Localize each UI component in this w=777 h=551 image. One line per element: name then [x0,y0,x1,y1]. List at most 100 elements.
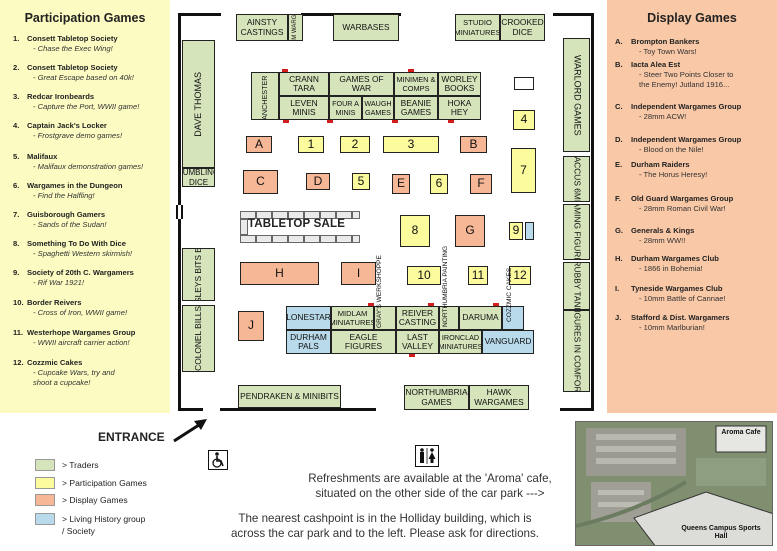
item-subtitle: - The Horus Heresy! [639,170,708,179]
campus-map: Aroma Cafe Queens Campus Sports Hall [575,421,773,546]
item-subtitle: - Blood on the Nile! [639,145,704,154]
empty-table [514,77,534,90]
table-2: 2 [340,136,370,153]
trader-figures-in-comfort: FIGURES IN COMFORT [563,310,590,392]
trader-baccus-6mm: BACCUS 6MM [563,156,590,202]
label-grays-werkshoppe: GRAY'S WERKSHOPPE [376,255,383,328]
trader-hoka-hey: HOKA HEY [438,96,481,120]
legend-label: > Display Games [62,495,128,505]
trader-ainsty-castings: AINSTY CASTINGS [236,14,288,41]
item-number: 11. [13,328,24,337]
item-subtitle: - 10mm Marlburian! [639,323,705,332]
trader-daruma: DARUMA [459,306,502,330]
item-subtitle: - Steer Two Points Closer to [639,70,734,79]
item-number: 8. [13,239,20,248]
item-letter: B. [615,60,623,69]
item-subtitle: - Rif War 1921! [33,278,84,287]
table-10: 10 [407,266,441,285]
item-name: Stafford & Dist. Wargamers [631,313,730,322]
trader-midlam-miniatures: MIDLAM MINIATURES [331,306,374,330]
item-number: 9. [13,268,20,277]
map-hall-label: Queens Campus Sports Hall [681,525,761,540]
table-H: H [240,262,319,285]
item-name: Independent Wargames Group [631,135,742,144]
item-letter: G. [615,226,624,235]
trader-worley-books: WORLEY BOOKS [438,72,481,96]
item-number: 7. [13,210,20,219]
trader-dave-lanchester-books: DAVE LANCHESTER BOOKS [251,72,279,120]
marker-1 [282,69,288,72]
legend-swatch [35,477,55,489]
table-9: 9 [509,222,523,240]
trader-warbases: WARBASES [333,14,399,41]
trader-crooked-dice: CROOKED DICE [500,14,545,41]
trader-vanguard: VANGUARD [482,330,534,354]
entrance-label: ENTRANCE [98,430,165,444]
legend-label-2: / Society [62,526,95,536]
participation-title: Participation Games [24,11,146,25]
item-name: Society of 20th C. Wargamers [27,268,134,277]
campus-map-picture [576,422,772,545]
table-12: 12 [509,266,531,285]
table-G: G [455,215,485,247]
item-name: Durham Raiders [631,160,690,169]
marker-9 [493,303,499,306]
item-subtitle: - Capture the Port, WWII game! [33,102,140,111]
refreshments-line-2: situated on the other side of the car pa… [315,487,545,500]
marker-6 [448,120,454,123]
item-letter: I. [615,284,620,293]
trader-four-a-minis: FOUR A MINIS [329,96,362,120]
marker-7 [368,303,374,306]
trader-crann-tara: CRANN TARA [279,72,329,96]
item-name: Durham Wargames Club [631,254,719,263]
table-5: 5 [352,173,370,190]
trader-gaming-figures: GAMING FIGURES [563,204,590,260]
trader-ironclad-miniatures: IRONCLAD MINIATURES [439,330,482,354]
legend-label: > Traders [62,460,99,470]
item-subtitle: - Sands of the Sudan! [33,220,107,229]
cashpoint-line-1: The nearest cashpoint is in the Holliday… [238,512,532,525]
item-number: 3. [13,92,20,101]
item-subtitle: - 28mm ACW! [639,112,687,121]
item-subtitle-2: shoot a cupcake! [33,378,91,387]
item-name: Westerhope Wargames Group [27,328,136,337]
refreshments-line-1: Refreshments are available at the 'Aroma… [308,472,552,485]
marker-10 [409,354,415,357]
item-name: Cozzmic Cakes [27,358,83,367]
item-subtitle: - 1866 in Bohemia! [639,264,703,273]
tabletop-sale-label: TABLETOP SALE [247,218,346,230]
item-name: Independent Wargames Group [631,102,742,111]
item-subtitle: - Malifaux demonstration games! [33,162,144,171]
item-number: 2. [13,63,20,72]
item-subtitle: - 28mm WW!! [639,236,686,245]
trader-minimen-comps: MINIMEN & COMPS [394,72,438,96]
item-name: Brompton Bankers [631,37,700,46]
marker-4 [327,120,333,123]
item-name: Iacta Alea Est [631,60,681,69]
item-name: Captain Jack's Locker [27,121,107,130]
participation-panel: Participation Games [0,0,170,413]
item-name: Guisborough Gamers [27,210,106,219]
marker-5 [392,120,398,123]
item-number: 6. [13,181,20,190]
cashpoint-line-2: across the car park and to the left. Ple… [230,527,540,540]
item-number: 5. [13,152,20,161]
item-number: 4. [13,121,20,130]
table-1: 1 [298,136,324,153]
entrance-arrow-icon [173,419,207,443]
table-6: 6 [430,174,448,194]
table-J: J [238,311,264,341]
legend-swatch [35,459,55,471]
trader-asylum-wargaming: ASYLUM WARGAMING [288,14,303,41]
trader-eagle-figures: EAGLE FIGURES [331,330,396,354]
item-subtitle: - 10mm Battle of Cannae! [639,294,726,303]
item-name: Consett Tabletop Society [27,63,118,72]
marker-3 [283,120,289,123]
item-letter: F. [615,194,621,203]
wheelchair-icon [208,450,228,470]
trader-colonel-bills: COLONEL BILLS [182,305,215,372]
legend-swatch [35,494,55,506]
item-name: Malifaux [27,152,58,161]
item-name: Generals & Kings [631,226,695,235]
legend-label: > Participation Games [62,478,147,488]
